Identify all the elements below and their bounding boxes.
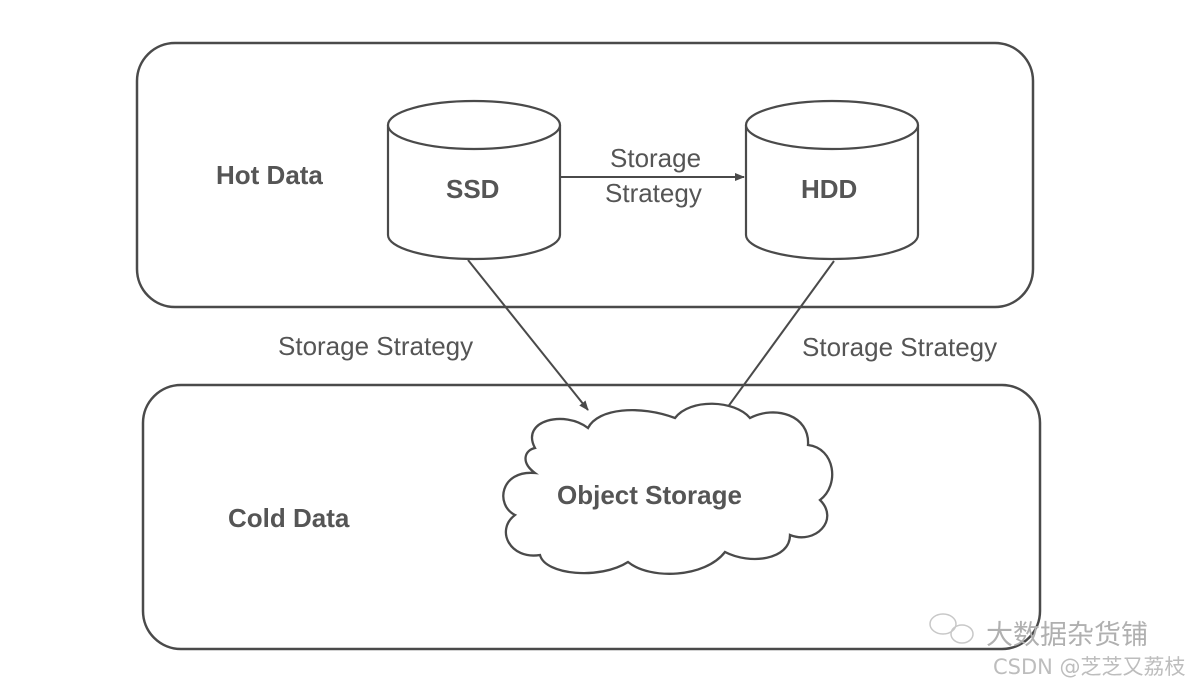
hot-data-zone	[135, 41, 1035, 309]
object-storage-cloud	[502, 402, 834, 575]
object-storage-label: Object Storage	[557, 480, 742, 510]
cold-data-zone	[141, 383, 1042, 651]
arrow-hdd-to-object-storage	[721, 260, 835, 416]
arrow-ssd-to-object-storage	[467, 259, 589, 411]
watermark-title: 大数据杂货铺	[986, 620, 1148, 651]
cold-data-label: Cold Data	[228, 503, 350, 533]
wechat-icon	[929, 613, 974, 644]
ssd-cylinder	[386, 99, 562, 261]
hdd-cylinder	[744, 99, 920, 261]
edge-label-ssd-object: Storage Strategy	[278, 331, 474, 361]
hdd-label: HDD	[801, 174, 858, 204]
edge-label-hdd-object: Storage Strategy	[802, 332, 998, 362]
watermark-csdn: CSDN @芝芝又荔枝	[993, 655, 1186, 679]
ssd-label: SSD	[446, 174, 500, 204]
edge-label-ssd-hdd-line1: Storage	[610, 143, 702, 173]
edge-label-ssd-hdd-line2: Strategy	[605, 178, 702, 208]
hot-data-label: Hot Data	[216, 160, 323, 190]
